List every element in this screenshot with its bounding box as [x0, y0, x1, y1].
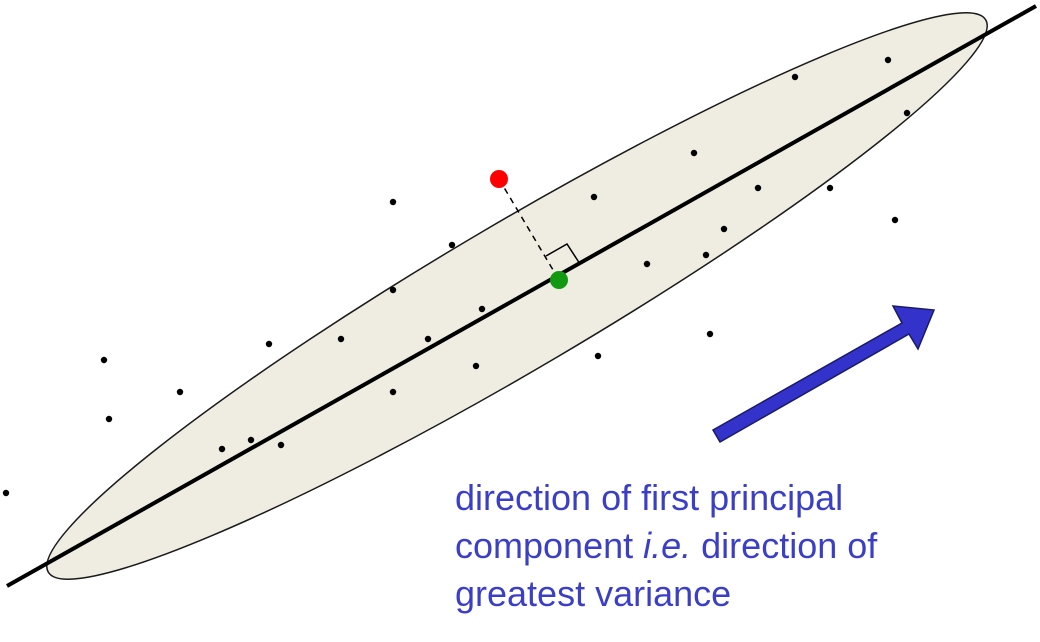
data-point — [265, 340, 273, 348]
data-point — [100, 356, 108, 364]
data-point — [448, 241, 456, 249]
data-point — [2, 489, 10, 497]
data-point — [706, 330, 714, 338]
data-point — [884, 56, 892, 64]
data-point — [472, 362, 480, 370]
data-point — [218, 445, 226, 453]
data-point — [690, 149, 698, 157]
data-point — [176, 388, 184, 396]
caption: direction of first principal component i… — [455, 474, 1035, 618]
data-point — [337, 335, 345, 343]
data-point — [826, 184, 834, 192]
right-angle-marker — [545, 242, 581, 265]
data-point — [891, 216, 899, 224]
data-point — [702, 251, 710, 259]
original-point — [490, 170, 508, 188]
variance-ellipse — [46, 12, 988, 580]
data-point — [643, 260, 651, 268]
data-point — [720, 225, 728, 233]
data-point — [389, 286, 397, 294]
projection-dashed-line — [498, 178, 560, 281]
caption-ie: i.e. — [643, 525, 692, 566]
caption-line-1: direction of first principal — [455, 477, 844, 518]
caption-line-2: component i.e. direction of — [455, 522, 1035, 570]
data-point — [590, 193, 598, 201]
caption-line-2-start: component — [455, 525, 644, 566]
data-point — [247, 436, 255, 444]
data-point — [791, 73, 799, 81]
data-point — [389, 388, 397, 396]
data-point — [903, 109, 911, 117]
caption-line-3: greatest variance — [455, 573, 732, 614]
data-point — [594, 352, 602, 360]
principal-axis-line — [6, 4, 1037, 588]
data-point — [424, 335, 432, 343]
caption-line-2-end: direction of — [691, 525, 878, 566]
data-point — [277, 441, 285, 449]
data-point — [389, 198, 397, 206]
data-point — [754, 184, 762, 192]
data-point — [105, 415, 113, 423]
data-point — [478, 305, 486, 313]
direction-arrow — [711, 305, 936, 444]
projected-point — [550, 271, 568, 289]
